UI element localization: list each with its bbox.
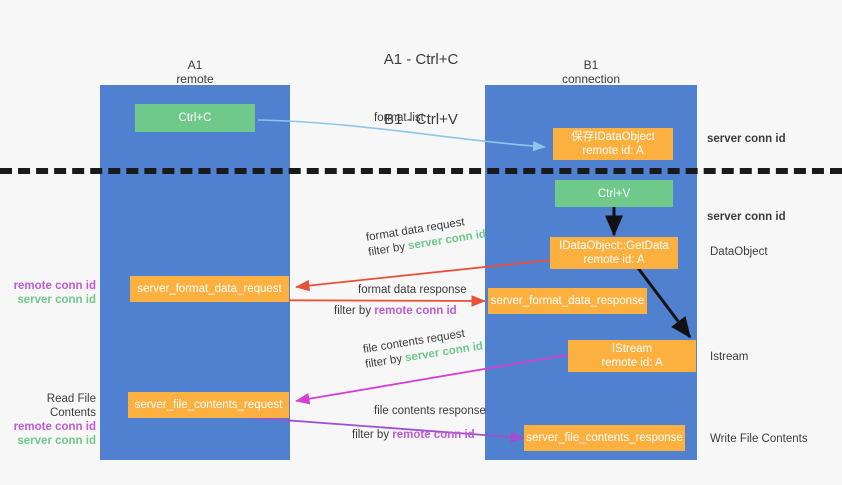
- edge-label-format-data-response: format data response filter by remote co…: [334, 283, 467, 319]
- node-idataobject-getdata-line2: remote id: A: [583, 254, 645, 266]
- edge-label-format-data-request: format data request filter by server con…: [365, 212, 487, 260]
- label-server-conn-id-4: server conn id: [17, 435, 96, 447]
- edge-label-format-list: format list: [374, 112, 424, 124]
- filter-prefix-2: filter by: [334, 305, 375, 317]
- label-server-conn-id-top: server conn id: [707, 133, 786, 145]
- node-save-idataobject[interactable]: 保存IDataObject remote id: A: [553, 128, 673, 160]
- node-server-file-contents-request-label: server_file_contents_request: [134, 399, 283, 411]
- node-server-format-data-response-label: server_format_data_response: [490, 295, 645, 307]
- filter-key-2: remote conn id: [374, 305, 457, 317]
- node-server-file-contents-response-label: server_file_contents_response: [526, 432, 683, 444]
- edge-label-file-contents-response: file contents response filter by remote …: [352, 404, 486, 443]
- node-server-format-data-request-label: server_format_data_request: [137, 283, 282, 295]
- edge-label-format-data-response-line1: format data response: [358, 284, 467, 296]
- label-remote-conn-id-1: remote conn id: [13, 280, 96, 292]
- node-istream[interactable]: IStream remote id: A: [568, 340, 696, 372]
- node-server-format-data-request[interactable]: server_format_data_request: [130, 276, 289, 302]
- label-server-conn-id-3: server conn id: [17, 294, 96, 306]
- node-istream-line2: remote id: A: [601, 357, 663, 369]
- edge-label-file-contents-response-filter: filter by remote conn id: [352, 419, 486, 443]
- lane-b1-title: B1: [583, 58, 599, 72]
- label-dataobject: DataObject: [710, 246, 768, 258]
- node-ctrl-c-label: Ctrl+C: [178, 112, 212, 124]
- node-server-file-contents-request[interactable]: server_file_contents_request: [128, 392, 289, 418]
- node-server-format-data-response[interactable]: server_format_data_response: [488, 288, 647, 314]
- label-conn-id-group-2: Read File Contents remote conn id server…: [0, 392, 96, 448]
- node-idataobject-getdata[interactable]: IDataObject::GetData remote id: A: [550, 237, 678, 269]
- label-write-file-contents: Write File Contents: [710, 433, 808, 445]
- label-read-file-contents: Read File Contents: [46, 393, 96, 419]
- node-save-idataobject-line1: 保存IDataObject: [571, 131, 655, 143]
- lane-b1-subtitle: connection: [561, 72, 621, 86]
- label-istream: Istream: [710, 351, 749, 363]
- edge-label-file-contents-response-line1: file contents response: [374, 405, 486, 417]
- lane-header-a1: A1 remote: [100, 58, 290, 86]
- label-conn-id-group-1: remote conn id server conn id: [0, 279, 96, 307]
- node-save-idataobject-line2: remote id: A: [582, 145, 644, 157]
- node-ctrl-v[interactable]: Ctrl+V: [555, 180, 673, 207]
- filter-prefix-4: filter by: [352, 429, 393, 441]
- label-server-conn-id-mid: server conn id: [707, 211, 786, 223]
- node-istream-line1: IStream: [611, 343, 653, 355]
- lane-a1-subtitle: remote: [176, 72, 214, 86]
- label-remote-conn-id-2: remote conn id: [13, 421, 96, 433]
- title-line-1: A1 - Ctrl+C: [383, 51, 459, 68]
- node-ctrl-c[interactable]: Ctrl+C: [135, 104, 255, 132]
- lane-header-b1: B1 connection: [485, 58, 697, 86]
- lane-a1-title: A1: [187, 58, 203, 72]
- node-server-file-contents-response[interactable]: server_file_contents_response: [524, 425, 685, 451]
- filter-key-4: remote conn id: [392, 429, 475, 441]
- edge-label-format-data-response-filter: filter by remote conn id: [334, 298, 467, 319]
- edge-label-file-contents-request: file contents request filter by server c…: [362, 324, 484, 372]
- phase-divider: [0, 168, 842, 174]
- node-idataobject-getdata-line1: IDataObject::GetData: [559, 240, 669, 252]
- node-ctrl-v-label: Ctrl+V: [597, 187, 631, 200]
